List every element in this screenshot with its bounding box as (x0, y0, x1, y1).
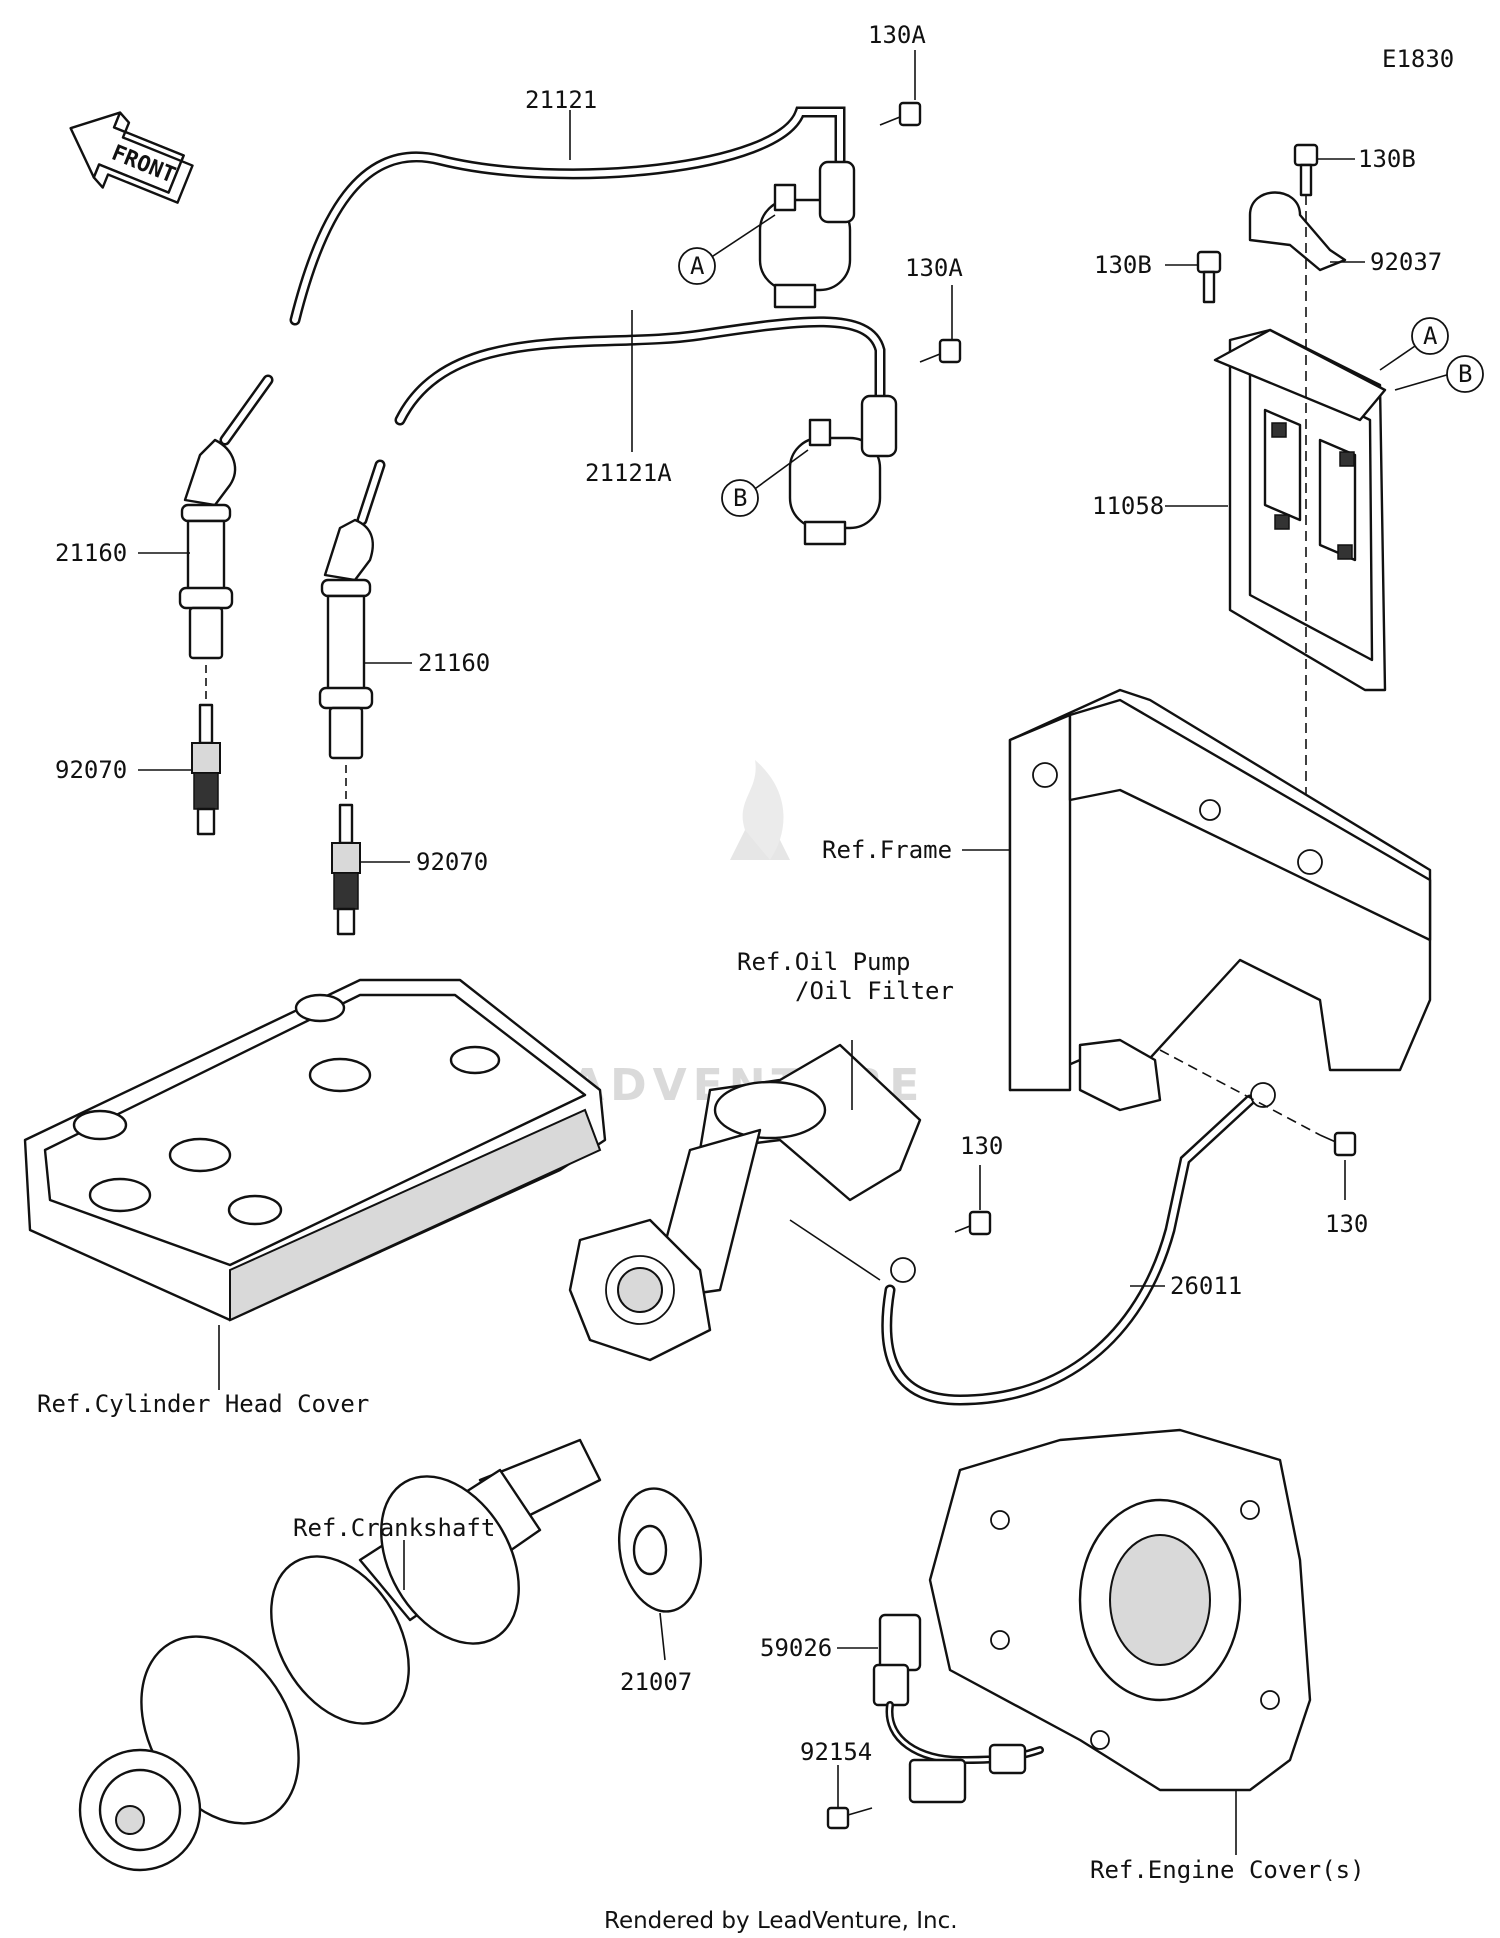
timing-rotor-21007 (617, 1487, 703, 1613)
ignition-coil-a (758, 160, 856, 309)
part-label-21121[interactable]: 21121 (525, 86, 597, 114)
bolt-130A-top (879, 101, 922, 127)
high-tension-wire-21121 (219, 106, 846, 446)
crank-sensor-59026 (872, 1613, 1044, 1804)
high-tension-wire-21121A (356, 316, 886, 526)
leader-lines (138, 50, 1451, 1855)
ground-cable-26011 (881, 1082, 1276, 1406)
ref-label-crankshaft: Ref.Crankshaft (293, 1514, 495, 1542)
callout-coil-a: A (678, 247, 716, 285)
part-label-26011[interactable]: 26011 (1170, 1272, 1242, 1300)
ref-label-oil-pump-1: Ref.Oil Pump (737, 948, 910, 976)
svg-text:A: A (1423, 322, 1438, 350)
ref-label-oil-pump-2: /Oil Filter (795, 977, 954, 1005)
spark-plug-left (191, 665, 221, 836)
coil-bracket-11058 (1213, 328, 1387, 692)
part-label-130A-top[interactable]: 130A (868, 21, 926, 49)
svg-text:B: B (1458, 360, 1472, 388)
frame-reference (1008, 688, 1432, 1112)
oil-pump-reference (568, 1043, 922, 1362)
part-label-21007[interactable]: 21007 (620, 1668, 692, 1696)
ref-label-frame: Ref.Frame (822, 836, 952, 864)
callout-coil-b: B (721, 479, 759, 517)
part-label-11058[interactable]: 11058 (1092, 492, 1164, 520)
callout-bracket-b: B (1446, 355, 1484, 393)
clamp-92037 (1248, 191, 1347, 272)
part-label-92070-left[interactable]: 92070 (55, 756, 127, 784)
bolt-130B-left (1196, 250, 1222, 304)
spark-plug-right (331, 765, 361, 936)
watermark: LEADVENTURE (500, 760, 919, 1111)
bolt-92154 (826, 1806, 873, 1830)
cylinder-head-cover-reference (23, 978, 607, 1322)
plug-cap-left (178, 438, 237, 660)
ref-label-cylinder-head-cover: Ref.Cylinder Head Cover (37, 1390, 369, 1418)
bolt-130B-top (1293, 143, 1319, 197)
part-label-130B-left[interactable]: 130B (1094, 251, 1152, 279)
engine-cover-reference (928, 1428, 1312, 1792)
part-label-92070-right[interactable]: 92070 (416, 848, 488, 876)
part-label-92154[interactable]: 92154 (800, 1738, 872, 1766)
bolt-130A-mid (919, 338, 962, 364)
part-label-130B-top[interactable]: 130B (1358, 145, 1416, 173)
diagram-code: E1830 (1382, 45, 1454, 73)
part-label-130-mid[interactable]: 130 (960, 1132, 1003, 1160)
svg-text:B: B (733, 484, 747, 512)
crankshaft-reference (78, 1438, 602, 1872)
bolt-130-mid (954, 1210, 992, 1236)
svg-text:A: A (690, 252, 705, 280)
part-label-59026[interactable]: 59026 (760, 1634, 832, 1662)
credit-text: Rendered by LeadVenture, Inc. (604, 1908, 958, 1934)
part-label-130A-mid[interactable]: 130A (905, 254, 963, 282)
part-label-92037[interactable]: 92037 (1370, 248, 1442, 276)
plug-cap-right (318, 518, 374, 760)
callout-bracket-a: A (1411, 317, 1449, 355)
ignition-coil-b (788, 394, 898, 546)
part-label-130-right[interactable]: 130 (1325, 1210, 1368, 1238)
ref-label-engine-cover: Ref.Engine Cover(s) (1090, 1856, 1365, 1884)
part-label-21160-left[interactable]: 21160 (55, 539, 127, 567)
front-arrow-icon: FRONT (69, 111, 194, 204)
bolt-130-right (1319, 1131, 1357, 1157)
part-label-21160-right[interactable]: 21160 (418, 649, 490, 677)
part-label-21121A[interactable]: 21121A (585, 459, 672, 487)
